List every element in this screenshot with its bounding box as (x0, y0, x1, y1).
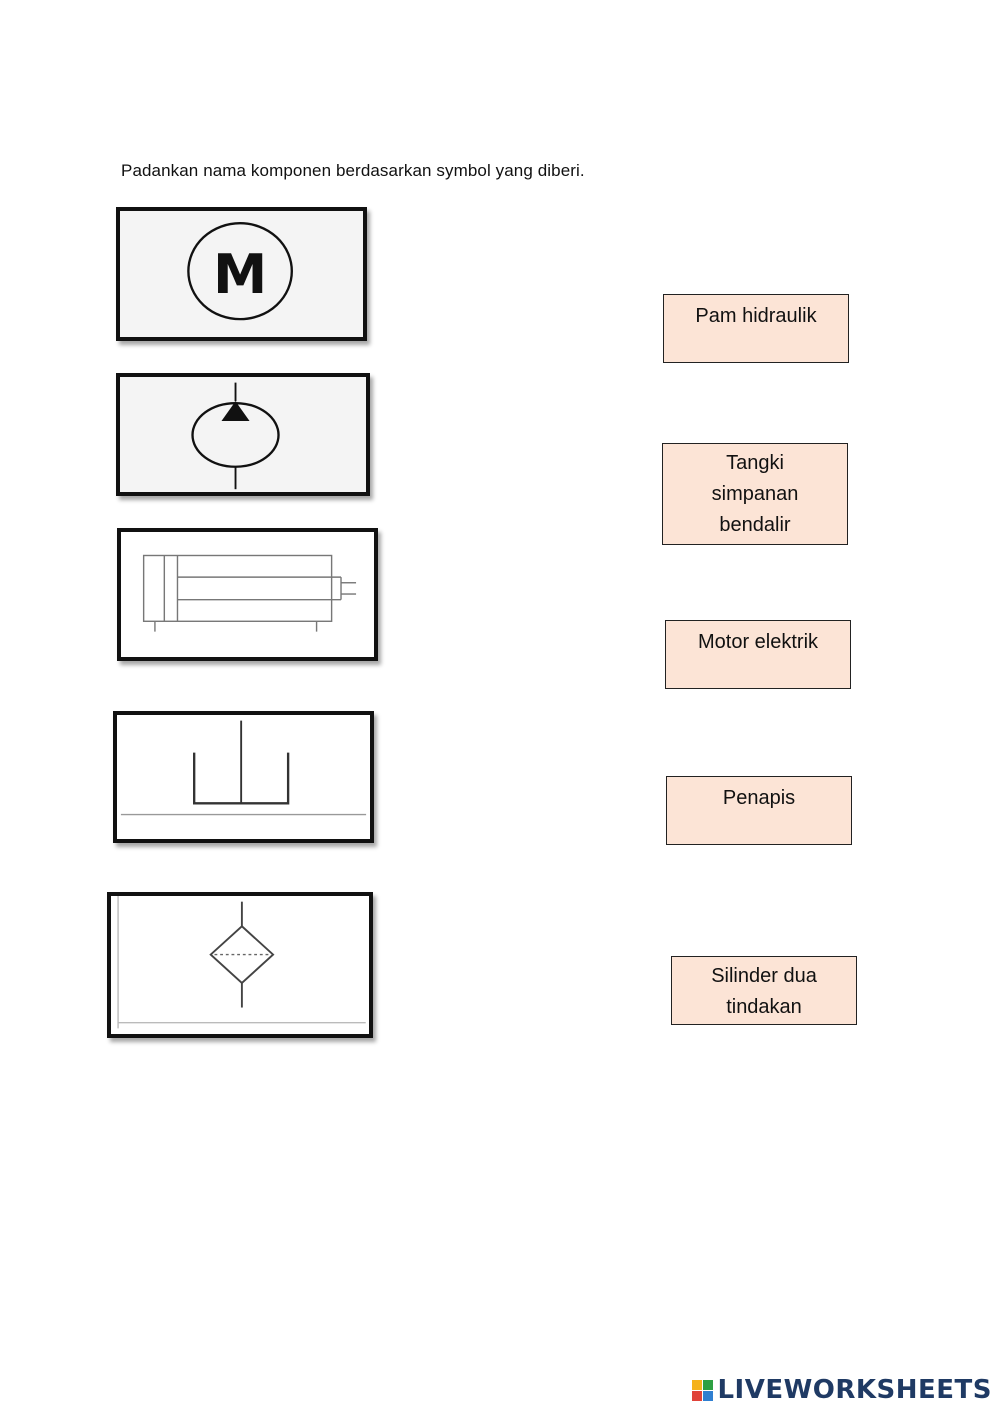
double-acting-cylinder-symbol[interactable] (117, 528, 378, 661)
answer-line: bendalir (719, 514, 791, 536)
filter-symbol[interactable] (107, 892, 373, 1038)
cylinder-icon (142, 554, 357, 632)
tank-icon (120, 720, 367, 816)
answer-line: Tangki (726, 452, 784, 474)
answer-box-tangki-simpanan-bendalir[interactable]: Tangki simpanan bendalir (662, 443, 848, 545)
filter-icon (117, 896, 366, 1029)
answer-box-motor-elektrik[interactable]: Motor elektrik (665, 620, 851, 689)
answer-line: simpanan (711, 483, 799, 505)
answer-box-silinder-dua-tindakan[interactable]: Silinder dua tindakan (671, 956, 857, 1025)
answer-line: Penapis (722, 787, 796, 809)
brand-name: LIVEWORKSHEETS (717, 1375, 992, 1405)
answer-line: Motor elektrik (697, 631, 819, 653)
answer-line: tindakan (726, 996, 802, 1018)
liveworksheets-footer: LIVEWORKSHEETS (692, 1375, 992, 1405)
electric-motor-symbol[interactable]: M (116, 207, 367, 341)
instruction-text: Padankan nama komponen berdasarkan symbo… (121, 161, 585, 180)
fluid-tank-symbol[interactable] (113, 711, 374, 843)
answer-line: Pam hidraulik (695, 305, 817, 327)
answer-box-penapis[interactable]: Penapis (666, 776, 852, 845)
hydraulic-pump-symbol[interactable] (116, 373, 370, 496)
motor-icon: M (187, 222, 293, 321)
pump-icon (191, 382, 280, 490)
answer-line: Silinder dua (711, 965, 817, 987)
liveworksheets-logo-icon (692, 1379, 714, 1401)
answer-box-pam-hidraulik[interactable]: Pam hidraulik (663, 294, 849, 363)
motor-letter: M (213, 242, 267, 306)
